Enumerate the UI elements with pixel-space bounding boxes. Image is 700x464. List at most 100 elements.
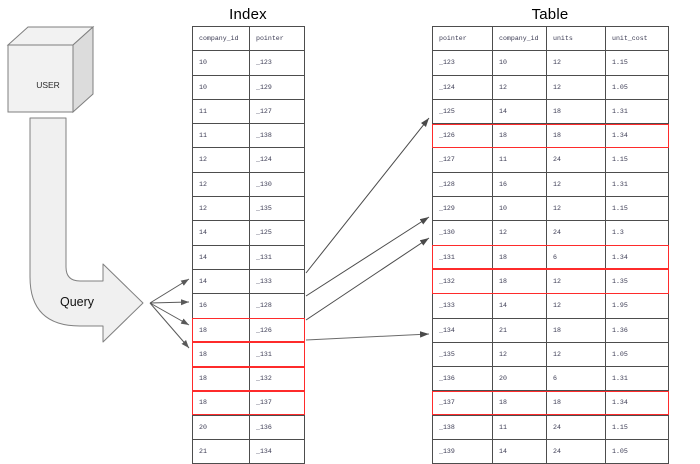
index-cell-pointer: _123	[249, 50, 305, 76]
table-cell-pointer: _139	[432, 439, 493, 464]
index-cell-company_id: 18	[192, 366, 250, 392]
index-row[interactable]: 12_124	[192, 147, 305, 173]
table-cell-units: 18	[546, 390, 606, 416]
index-row[interactable]: 10_123	[192, 50, 305, 76]
table-cell-units: 24	[546, 414, 606, 441]
table-cell-company_id: 18	[492, 244, 547, 270]
table-cell-company_id: 18	[492, 123, 547, 149]
table-cell-company_id: 12	[492, 341, 547, 368]
table-cell-units: 12	[546, 74, 606, 100]
table-cell-company_id: 20	[492, 366, 547, 392]
index-row[interactable]: 12_135	[192, 196, 305, 222]
table-cell-pointer: _123	[432, 50, 493, 76]
table-cell-pointer: _132	[432, 268, 493, 295]
index-row[interactable]: 10_129	[192, 74, 305, 100]
table-cell-units: 12	[546, 196, 606, 222]
index-title: Index	[229, 6, 267, 23]
table-cell-pointer: _135	[432, 341, 493, 368]
index-row[interactable]: 14_125	[192, 220, 305, 246]
table-cell-unit_cost: 1.3	[605, 220, 669, 246]
index-row[interactable]: 18_132	[192, 366, 305, 392]
index-row[interactable]: 14_131	[192, 244, 305, 270]
table-column-header: units	[546, 25, 606, 52]
table-cell-company_id: 11	[492, 147, 547, 173]
table-cell-pointer: _126	[432, 123, 493, 149]
table-cell-unit_cost: 1.35	[605, 268, 669, 295]
table-cell-unit_cost: 1.95	[605, 293, 669, 319]
table-cell-pointer: _131	[432, 244, 493, 270]
index-cell-company_id: 11	[192, 123, 250, 149]
table-cell-pointer: _133	[432, 293, 493, 319]
index-cell-company_id: 16	[192, 293, 250, 319]
index-cell-company_id: 18	[192, 341, 250, 368]
index-cell-company_id: 10	[192, 50, 250, 76]
table-cell-company_id: 12	[492, 74, 547, 100]
index-row[interactable]: 16_128	[192, 293, 305, 319]
index-row[interactable]: 12_130	[192, 171, 305, 198]
index-cell-company_id: 12	[192, 147, 250, 173]
table-cell-unit_cost: 1.31	[605, 98, 669, 125]
index-to-table-arrows	[305, 117, 430, 341]
index-cell-pointer: _126	[249, 317, 305, 343]
table-cell-unit_cost: 1.15	[605, 147, 669, 173]
index-cell-company_id: 18	[192, 317, 250, 343]
table-cell-unit_cost: 1.15	[605, 414, 669, 441]
table-cell-units: 18	[546, 123, 606, 149]
table-cell-company_id: 21	[492, 317, 547, 343]
index-row[interactable]: 11_127	[192, 98, 305, 125]
index-cell-company_id: 12	[192, 196, 250, 222]
index-row[interactable]: 18_131	[192, 341, 305, 368]
table-cell-company_id: 14	[492, 98, 547, 125]
index-row[interactable]: 18_126	[192, 317, 305, 343]
table-cell-unit_cost: 1.05	[605, 74, 669, 100]
index-cell-pointer: _131	[249, 341, 305, 368]
table-cell-pointer: _130	[432, 220, 493, 246]
table-cell-units: 6	[546, 244, 606, 270]
table-cell-units: 18	[546, 98, 606, 125]
index-row[interactable]: 14_133	[192, 268, 305, 295]
table-cell-company_id: 18	[492, 268, 547, 295]
table-cell-unit_cost: 1.05	[605, 341, 669, 368]
table-cell-pointer: _124	[432, 74, 493, 100]
index-cell-company_id: 14	[192, 220, 250, 246]
table-cell-unit_cost: 1.34	[605, 123, 669, 149]
table-cell-pointer: _125	[432, 98, 493, 125]
table-cell-company_id: 14	[492, 293, 547, 319]
index-cell-company_id: 20	[192, 414, 250, 441]
index-row[interactable]: 11_138	[192, 123, 305, 149]
index-row[interactable]: 20_136	[192, 414, 305, 441]
table-cell-company_id: 18	[492, 390, 547, 416]
table-cell-units: 24	[546, 147, 606, 173]
index-cell-company_id: 21	[192, 439, 250, 464]
index-row[interactable]: 18_137	[192, 390, 305, 416]
table-title: Table	[531, 6, 569, 23]
query-label: Query	[59, 295, 95, 309]
table-cell-company_id: 10	[492, 50, 547, 76]
table-cell-units: 6	[546, 366, 606, 392]
table-column-header: company_id	[492, 25, 547, 52]
table-cell-unit_cost: 1.15	[605, 196, 669, 222]
index-cell-pointer: _131	[249, 244, 305, 270]
user-cube-icon	[6, 25, 95, 114]
index-cell-pointer: _138	[249, 123, 305, 149]
index-row[interactable]: 21_134	[192, 439, 305, 464]
